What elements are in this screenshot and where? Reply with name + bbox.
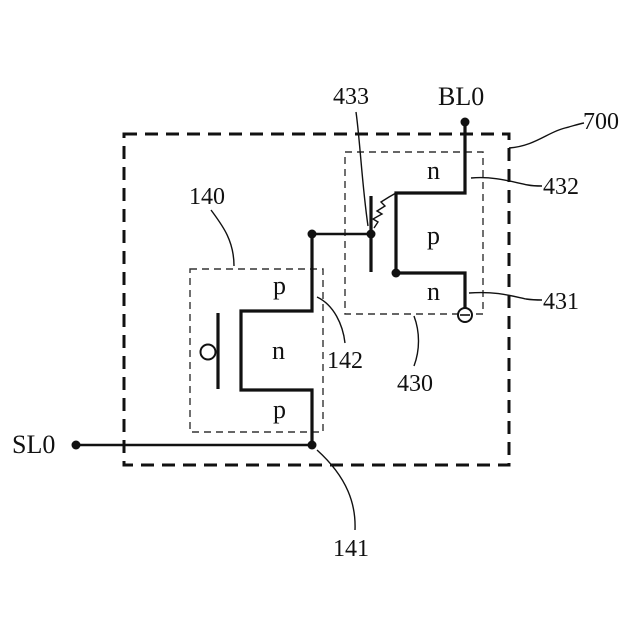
device-140-bottom-region: p [273,395,286,424]
leader-142 [317,297,345,343]
device-140-top-region: p [273,271,286,300]
leader-140 [211,210,234,266]
ref-431: 431 [543,289,579,315]
label-bl0: BL0 [438,82,484,111]
device-140-middle-region: n [272,336,285,365]
label-sl0: SL0 [12,430,55,459]
ref-141: 141 [333,536,369,562]
ref-142: 142 [327,348,363,374]
device-140-gate-bubble [201,345,216,360]
device-430-top-region: n [427,156,440,185]
leader-141 [317,450,355,530]
ref-140: 140 [189,184,225,210]
sl0-terminal [72,441,81,450]
ref-430: 430 [397,371,433,397]
resistor-433 [373,193,396,228]
device-430-bottom-region: n [427,277,440,306]
ref-432: 432 [543,174,579,200]
ref-700: 700 [583,109,619,135]
leader-431 [469,293,542,300]
leader-700 [509,123,584,148]
ref-433: 433 [333,84,369,110]
leader-432 [471,178,542,186]
device-430-middle-region: p [427,221,440,250]
leader-430 [414,316,419,366]
bl0-terminal [461,118,470,127]
node-431 [392,269,401,278]
leader-433 [356,112,368,226]
outer-boundary-700 [124,134,509,465]
